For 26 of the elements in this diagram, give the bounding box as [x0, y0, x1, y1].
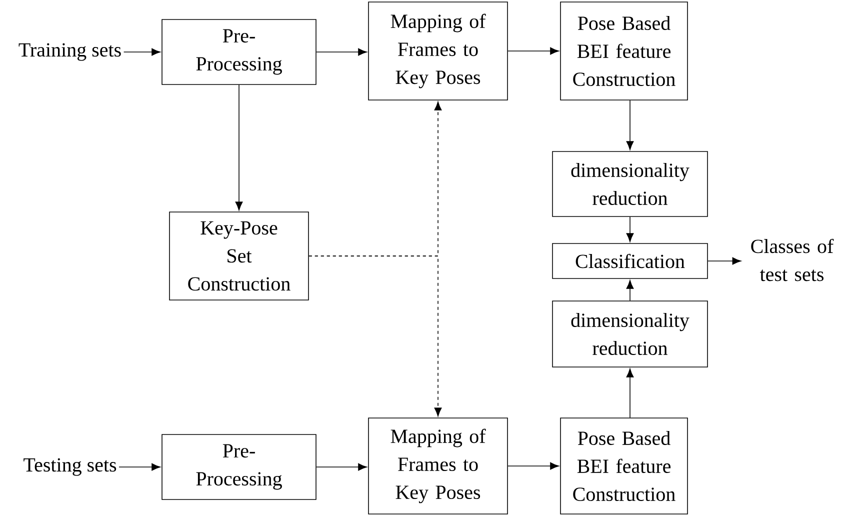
text-label: Training sets — [18, 43, 121, 61]
process-box: dimensionality reduction — [552, 151, 708, 217]
process-box: Classification — [552, 243, 708, 279]
process-box: Pre- Processing — [162, 434, 316, 500]
process-box: Mapping of Frames to Key Poses — [368, 418, 508, 514]
process-box: Mapping of Frames to Key Poses — [368, 2, 508, 100]
text-label: Classes of test sets — [751, 238, 834, 282]
process-box: Pose Based BEI feature Construction — [560, 2, 688, 100]
arrow — [626, 368, 634, 418]
arrow — [626, 216, 634, 242]
arrow — [626, 280, 634, 301]
arrow — [118, 463, 160, 471]
process-box: Pose Based BEI feature Construction — [560, 418, 688, 514]
arrow — [508, 462, 559, 470]
arrow — [508, 47, 559, 55]
arrow — [308, 256, 442, 416]
process-box: dimensionality reduction — [552, 300, 708, 368]
arrow — [626, 100, 634, 150]
arrow — [316, 463, 367, 471]
process-box: Pre- Processing — [162, 19, 316, 85]
arrow — [708, 257, 742, 265]
arrow — [316, 48, 367, 56]
text-label: Testing sets — [24, 458, 116, 476]
process-box: Key-Pose Set Construction — [169, 212, 309, 300]
arrow — [123, 48, 160, 56]
arrow — [235, 84, 243, 210]
